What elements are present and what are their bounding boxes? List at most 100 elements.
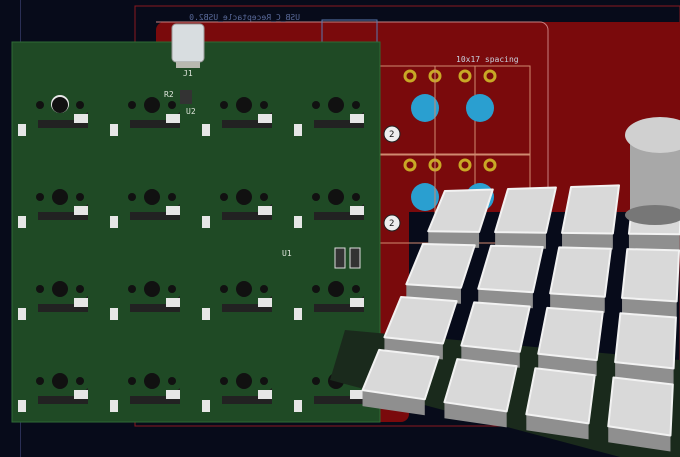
diode: [202, 308, 210, 320]
socket-pad: [258, 298, 272, 307]
switch-hole: [76, 285, 84, 293]
hotswap-socket: [222, 296, 272, 312]
switch-hole: [76, 193, 84, 201]
footprint-title: USB_C_Receptacle_USB2.0: [189, 13, 300, 22]
hotswap-socket: [38, 204, 88, 220]
switch-pin-pad: [403, 158, 417, 172]
switch-hole: [36, 193, 44, 201]
switch-hole: [52, 281, 68, 297]
hotswap-socket: [38, 388, 88, 404]
footprint-number: 2: [389, 219, 394, 229]
switch-hole: [52, 97, 68, 113]
diode: [18, 124, 26, 136]
diode: [202, 400, 210, 412]
diode: [110, 216, 118, 228]
diode: [294, 216, 302, 228]
keycap-side: [628, 233, 680, 251]
switch-hole: [220, 377, 228, 385]
switch-hole: [312, 193, 320, 201]
hotswap-socket: [130, 296, 180, 312]
socket-pad: [350, 114, 364, 123]
diode: [110, 400, 118, 412]
switch-hole: [52, 189, 68, 205]
rotary-knob: [625, 117, 680, 225]
switch-hole: [352, 193, 360, 201]
keycap: [607, 376, 674, 452]
switch-pin-pad: [403, 69, 417, 83]
keycap-side: [562, 232, 613, 250]
switch-hole: [236, 97, 252, 113]
switch-center-hole: [466, 94, 494, 122]
keycap-side: [526, 414, 589, 440]
switch-hole: [312, 377, 320, 385]
socket-pad: [74, 298, 88, 307]
switch-footprint: [18, 373, 88, 412]
keycap-side: [444, 402, 507, 428]
keycap: [460, 301, 531, 368]
hotswap-socket: [38, 112, 88, 128]
keycap: [537, 306, 604, 377]
keycap-top: [405, 243, 476, 289]
switch-footprint: [18, 281, 88, 320]
switch-hole: [328, 97, 344, 113]
switch-hole: [260, 101, 268, 109]
switch-hole: [352, 285, 360, 293]
switch-hole: [236, 373, 252, 389]
hotswap-socket: [222, 388, 272, 404]
keycap-top: [477, 244, 544, 294]
switch-hole: [128, 377, 136, 385]
socket-pad: [350, 206, 364, 215]
hotswap-socket: [314, 204, 364, 220]
switch-hole: [236, 189, 252, 205]
socket-pad: [350, 298, 364, 307]
switch-pin-pad: [458, 69, 472, 83]
switch-hole: [312, 101, 320, 109]
footprint-number-badge: [383, 125, 401, 143]
switch-footprint: [110, 281, 180, 320]
switch-hole: [168, 101, 176, 109]
keycap: [525, 367, 596, 440]
board-edge: [156, 21, 549, 200]
switch-hole: [168, 377, 176, 385]
socket-pad: [74, 390, 88, 399]
keycap: [621, 248, 680, 318]
switch-footprint: [110, 189, 180, 228]
switch-hole: [328, 189, 344, 205]
hotswap-socket: [222, 112, 272, 128]
switch-footprint-outline: [434, 65, 531, 155]
keycap-top: [443, 358, 518, 413]
switch-hole: [128, 285, 136, 293]
ref-u1: U1: [282, 249, 292, 258]
ic-u2: [180, 90, 192, 104]
socket-pad: [258, 206, 272, 215]
switch-hole: [36, 285, 44, 293]
keycap-top: [525, 367, 596, 425]
diode: [18, 308, 26, 320]
keycap-top: [427, 188, 494, 233]
usb-c-pins: [176, 62, 200, 68]
switch-footprint: [110, 97, 180, 136]
switch-hole: [236, 281, 252, 297]
switch-hole: [260, 193, 268, 201]
switch-hole: [312, 285, 320, 293]
switch-hole: [128, 101, 136, 109]
keycap: [361, 348, 440, 416]
switch-hole: [144, 281, 160, 297]
capacitor: [334, 247, 346, 269]
spacing-note: 10x17 spacing: [456, 55, 519, 64]
socket-pad: [258, 390, 272, 399]
keycap-top: [460, 301, 531, 353]
keycap: [477, 244, 544, 309]
diode: [18, 216, 26, 228]
switch-hole: [76, 377, 84, 385]
switch-hole: [220, 101, 228, 109]
switch-hole: [76, 101, 84, 109]
switch-pin-pad: [458, 158, 472, 172]
switch-hole: [144, 373, 160, 389]
keycap-top: [383, 295, 458, 345]
ref-r2: R2: [164, 90, 174, 99]
hotswap-socket: [130, 112, 180, 128]
keycap-side: [608, 426, 671, 452]
switch-pin-pad: [483, 158, 497, 172]
switch-footprint: [202, 373, 272, 412]
